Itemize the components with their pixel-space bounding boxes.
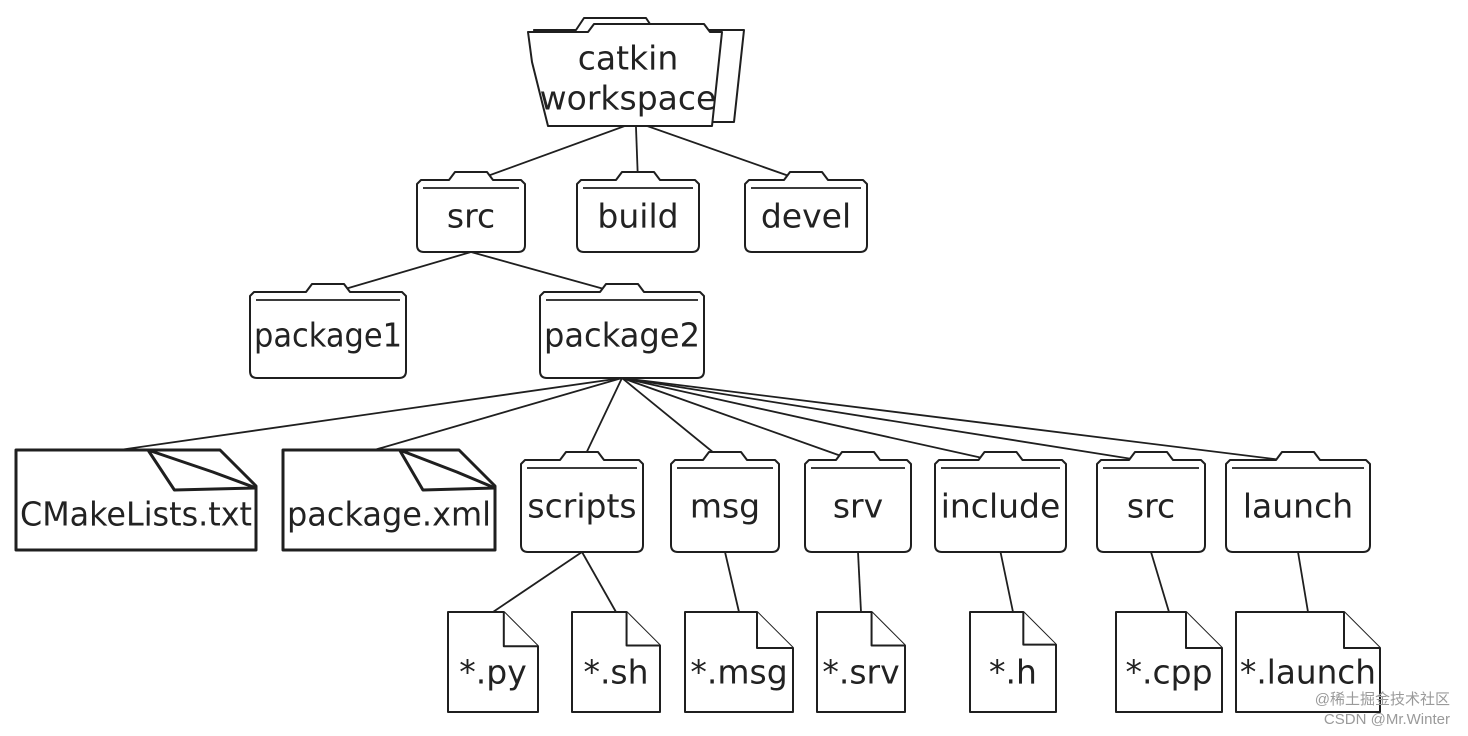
node-package1: package1 [249,283,407,379]
edge-package2-to-launch [621,377,1299,463]
watermark-csdn: CSDN @Mr.Winter [1323,711,1450,728]
folder-icon [249,283,407,379]
edge-src_top-to-package2 [470,251,623,295]
node-label-srv: srv [833,487,883,526]
edge-workspace-to-devel [635,121,807,183]
folder-icon [744,171,868,253]
node-label-cmakelists: CMakeLists.txt [20,495,252,534]
edge-workspace-to-src_top [470,121,637,183]
folder-icon [520,451,644,553]
folder-icon [576,171,700,253]
node-label-build: build [597,197,678,236]
folder-icon [804,451,912,553]
folder-icon [934,451,1067,553]
node-label-sh: *.sh [583,653,648,692]
node-launchfile: *.launch [1235,611,1381,713]
node-src_pkg: src [1096,451,1206,553]
edges-layer [119,121,1309,613]
folder-icon [1096,451,1206,553]
node-src_top: src [416,171,526,253]
file-corner-fold [625,612,660,647]
edge-package2-to-packagexml [373,377,623,451]
node-srv: srv [804,451,912,553]
node-msgfile: *.msg [684,611,794,713]
file-corner-fold [502,612,538,648]
folder-icon [539,283,705,379]
node-label-package1: package1 [254,316,402,355]
node-label-scripts: scripts [527,487,636,526]
node-label-src_pkg: src [1127,487,1175,526]
node-label-include: include [941,487,1061,526]
file-corner-curl [146,448,258,492]
node-label-workspace: catkin [578,39,679,78]
edge-scripts-to-py [492,551,583,613]
node-scripts: scripts [520,451,644,553]
node-cmakelists: CMakeLists.txt [14,448,258,552]
node-label-src_top: src [447,197,495,236]
edge-package2-to-msg [621,377,726,463]
edge-srv-to-srvfile [857,551,862,613]
edge-src_top-to-package1 [327,251,472,295]
edge-src_pkg-to-cppfile [1150,551,1170,613]
node-sh: *.sh [571,611,661,713]
node-label-launchfile: *.launch [1240,653,1376,692]
watermark: @稀土掘金技术社区 CSDN @Mr.Winter [1315,690,1450,730]
file-corner-curl [398,448,497,492]
node-devel: devel [744,171,868,253]
edge-package2-to-src_pkg [621,377,1152,463]
folder-icon [1225,451,1371,553]
node-label-msgfile: *.msg [690,653,787,692]
node-cppfile: *.cpp [1115,611,1223,713]
node-label-packagexml: package.xml [287,495,491,534]
node-label-devel: devel [761,197,851,236]
node-hfile: *.h [969,611,1057,713]
file-corner-fold [1185,612,1222,649]
folder-icon [670,451,780,553]
edge-launch-to-launchfile [1297,551,1309,613]
node-label-launch: launch [1243,487,1353,526]
file-corner-fold [1343,612,1380,649]
edge-package2-to-scripts [581,377,623,463]
edge-package2-to-srv [621,377,859,463]
edge-package2-to-cmakelists [119,377,623,451]
node-label-package2: package2 [544,316,700,355]
node-include: include [934,451,1067,553]
node-package2: package2 [539,283,705,379]
node-label-srvfile: *.srv [822,653,899,692]
edge-msg-to-msgfile [724,551,740,613]
node-label-workspace: workspace [540,79,717,118]
node-launch: launch [1225,451,1371,553]
edge-package2-to-include [621,377,1001,463]
node-label-msg: msg [690,487,760,526]
node-label-cppfile: *.cpp [1125,653,1212,692]
watermark-juejin: @稀土掘金技术社区 [1314,691,1450,708]
file-corner-fold [1022,612,1056,646]
folder-icon [527,23,723,127]
node-label-hfile: *.h [989,653,1037,692]
node-label-py: *.py [459,653,526,692]
node-build: build [576,171,700,253]
edge-include-to-hfile [999,551,1014,613]
node-srvfile: *.srv [816,611,906,713]
file-corner-fold [756,612,793,649]
file-corner-fold [870,612,905,647]
node-py: *.py [447,611,539,713]
node-msg: msg [670,451,780,553]
folder-icon [416,171,526,253]
node-packagexml: package.xml [281,448,497,552]
edge-scripts-to-sh [581,551,617,613]
